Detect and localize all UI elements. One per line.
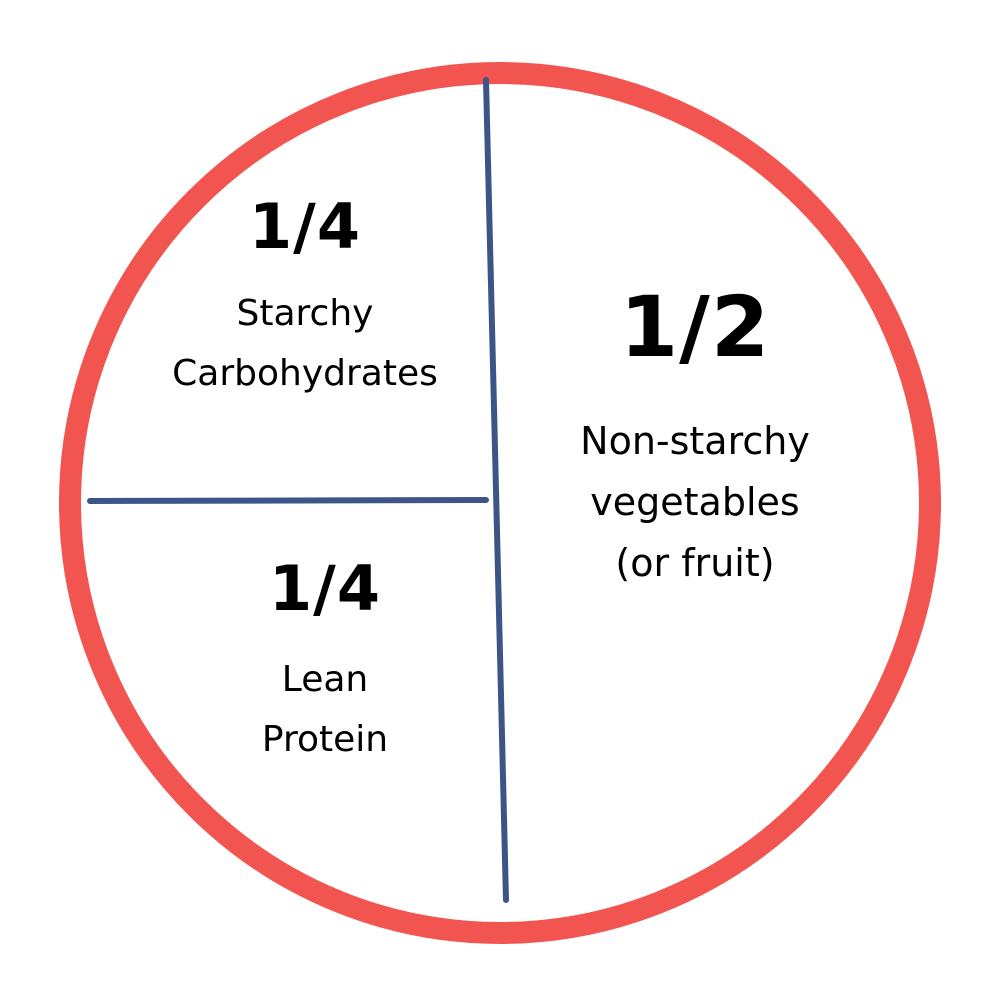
- label-protein-line-2: Protein: [261, 719, 389, 760]
- label-protein-line-1: Lean: [281, 659, 369, 700]
- fraction-vegetables: 1/2: [619, 278, 771, 376]
- horizontal-divider: [87, 497, 489, 504]
- section-lean-protein: 1/4 Lean Protein: [130, 558, 520, 770]
- plate-rim: [59, 62, 941, 944]
- label-starchy-line-2: Carbohydrates: [172, 353, 438, 394]
- label-vegetables-line-3: (or fruit): [615, 541, 775, 585]
- label-vegetables-line-2: vegetables: [590, 480, 800, 524]
- fraction-protein: 1/4: [269, 552, 381, 625]
- section-starchy-carbohydrates: 1/4 Starchy Carbohydrates: [110, 196, 500, 404]
- fraction-starchy: 1/4: [249, 190, 361, 263]
- section-non-starchy-vegetables: 1/2 Non-starchy vegetables (or fruit): [500, 285, 890, 594]
- label-vegetables-line-1: Non-starchy: [580, 419, 810, 463]
- vertical-divider: [483, 77, 509, 903]
- label-starchy-line-1: Starchy: [236, 293, 374, 334]
